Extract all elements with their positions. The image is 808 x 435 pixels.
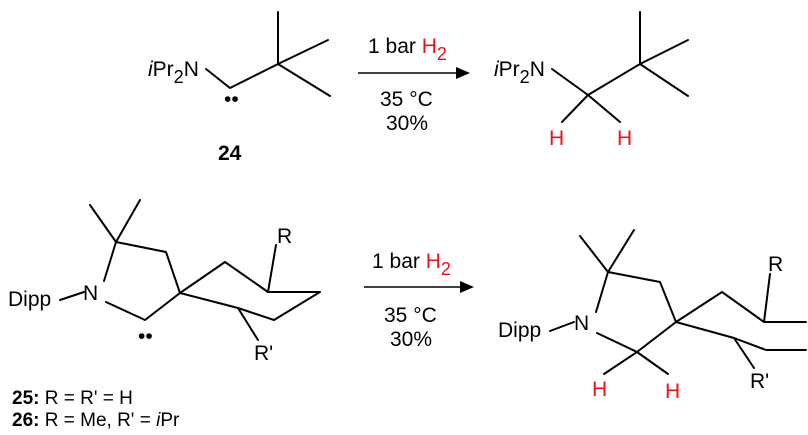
dipp-n-bond-product <box>549 321 575 332</box>
hydrogen-right-2: H <box>665 380 680 403</box>
compound-number-24: 24 <box>218 142 242 165</box>
yield-label-1: 30% <box>386 112 428 135</box>
yield-label-2: 30% <box>390 328 432 351</box>
carbene-lone-pair-2: •• <box>138 325 153 348</box>
reagent-h2-label-1: 1 bar H2 <box>368 35 447 64</box>
r-label-product: R <box>768 253 783 276</box>
gem-methyl-bond-right-product <box>607 229 635 273</box>
r-prime-label: R' <box>254 342 273 365</box>
ch2-chain-bonds <box>551 63 689 97</box>
ipr2n-label: iPr2N <box>148 58 199 87</box>
reagent-h2-label-2: 1 bar H2 <box>372 250 451 279</box>
cyclohexane-lower-bonds-product <box>675 321 807 351</box>
dipp-label-product: Dipp <box>498 319 541 342</box>
legend-item-25: 25: R = R' = H <box>12 388 133 409</box>
ch-bond-right-2 <box>636 351 669 375</box>
reaction2-arrow <box>364 281 474 293</box>
tbu-methyl-bond-right <box>277 39 329 65</box>
compound-legend: 25: R = R' = H 26: R = Me, R' = iPr <box>12 388 180 431</box>
hydrogen-left-2: H <box>592 378 607 401</box>
r-label: R <box>277 225 292 248</box>
hydrogen-left-1: H <box>549 127 564 150</box>
cyclohexane-upper-bonds-product <box>675 291 807 323</box>
legend-item-26: 26: R = Me, R' = iPr <box>12 410 180 431</box>
product-1: iPr2N H H <box>494 11 689 150</box>
r-substituent-bond-product <box>763 273 771 323</box>
carbene-chain-bonds <box>205 63 331 97</box>
nitrogen-label-product: N <box>574 312 589 335</box>
dipp-n-bond <box>59 291 85 301</box>
reaction1-arrow <box>358 67 470 79</box>
gem-methyl-bond-left-product <box>579 235 609 273</box>
ch-bond-left-2 <box>603 351 638 375</box>
nitrogen-label: N <box>83 282 98 305</box>
r-prime-label-product: R' <box>750 370 769 393</box>
temperature-label-2: 35 °C <box>384 304 437 327</box>
pyrrolidine-ring-bonds-product <box>595 271 677 353</box>
ipr2n-label-product: iPr2N <box>494 58 545 87</box>
carbene-lone-pair: •• <box>224 88 239 111</box>
reactant-spiro-caac: Dipp N •• R R' <box>8 199 321 365</box>
gem-methyl-bond-right <box>115 199 141 243</box>
gem-methyl-bond-left <box>89 204 117 243</box>
pyrrolidine-ring-bonds <box>103 241 181 321</box>
ch-bond-right <box>587 94 621 123</box>
r-substituent-bond <box>267 244 277 293</box>
ch-bond-left <box>561 94 589 123</box>
hydrogen-right-1: H <box>617 127 632 150</box>
dipp-label: Dipp <box>8 288 51 311</box>
product-2: Dipp N H H R R' <box>498 229 807 403</box>
temperature-label-1: 35 °C <box>380 88 433 111</box>
r-prime-substituent-bond <box>237 307 259 341</box>
cyclohexane-ring-bonds <box>179 261 321 321</box>
r-prime-substituent-bond-product <box>733 337 755 369</box>
tbu-methyl-bond-right-product <box>639 39 689 65</box>
reactant-24: iPr2N •• 24 <box>148 11 331 165</box>
